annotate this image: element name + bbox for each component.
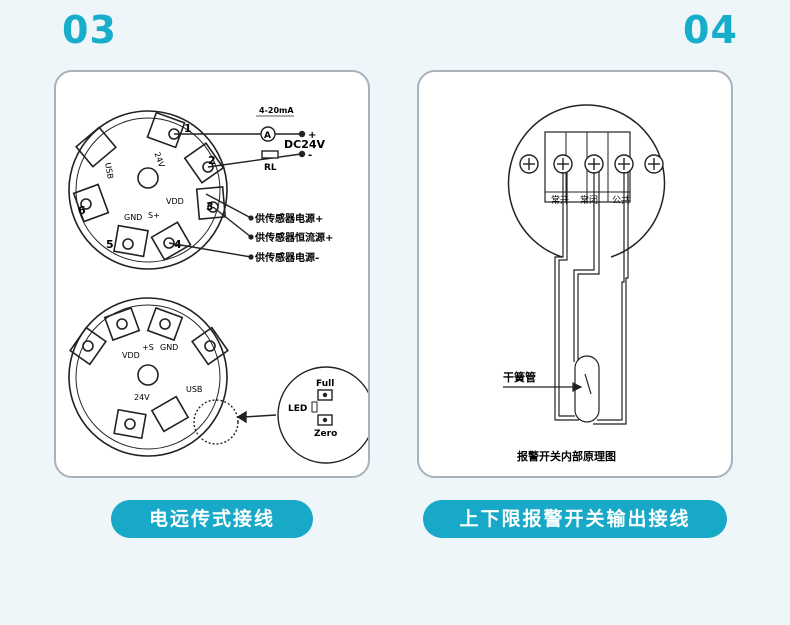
plus-sign: + — [308, 130, 316, 141]
contact-nc-label: 常闭 — [580, 194, 598, 206]
alarm-diagram-panel: 常开 常闭 公共 干簧管 报警开关内部原理图 — [417, 70, 733, 478]
wiring-diagram-panel: 1 2 3 4 5 6 24V GND S+ VDD USB 4-20mA A … — [54, 70, 370, 478]
alarm-switch-caption: 上下限报警开关输出接线 — [423, 500, 727, 538]
mark-vdd: VDD — [166, 197, 184, 206]
bottom-mark-s: +S — [142, 343, 154, 352]
section-number-04: 04 — [683, 8, 738, 52]
sensor-power-minus-label: 供传感器电源- — [254, 251, 319, 264]
minus-sign: - — [308, 150, 312, 161]
alarm-diagram-title: 报警开关内部原理图 — [517, 449, 616, 463]
resistor-label: RL — [264, 163, 277, 173]
alarm-wiring — [503, 172, 629, 425]
loop-current-label: 4-20mA — [259, 106, 294, 115]
bottom-module — [68, 297, 229, 457]
mark-gnd: GND — [124, 213, 142, 222]
supply-label: DC24V — [284, 138, 326, 151]
mark-s-plus: S+ — [148, 211, 160, 220]
terminal-label-5: 5 — [106, 238, 114, 251]
mark-24v: 24V — [152, 151, 166, 169]
bottom-mark-vdd: VDD — [122, 351, 140, 360]
loop-wiring — [168, 115, 306, 258]
bottom-mark-24v: 24V — [134, 393, 150, 402]
mark-usb: USB — [103, 162, 115, 180]
terminal-label-2: 2 — [208, 154, 216, 167]
alarm-switch-diagram: 常开 常闭 公共 干簧管 报警开关内部原理图 — [503, 104, 666, 463]
terminal-label-6: 6 — [78, 204, 86, 217]
sensor-leader-lines — [248, 215, 254, 260]
remote-wiring-diagram: 1 2 3 4 5 6 24V GND S+ VDD USB 4-20mA A … — [68, 106, 368, 464]
contact-com-label: 公共 — [612, 195, 630, 206]
sensor-constant-current-label: 供传感器恒流源+ — [254, 231, 333, 244]
zero-label: Zero — [314, 429, 337, 439]
alarm-housing — [507, 104, 666, 258]
bottom-mark-usb: USB — [186, 385, 202, 394]
led-label: LED — [288, 404, 307, 414]
terminal-label-1: 1 — [184, 122, 192, 135]
contact-no-label: 常开 — [551, 194, 569, 206]
screw-terminals — [519, 154, 664, 174]
ammeter-symbol: A — [264, 131, 271, 141]
remote-wiring-caption: 电远传式接线 — [111, 500, 313, 538]
reed-switch-label: 干簧管 — [503, 370, 536, 384]
terminal-label-3: 3 — [206, 200, 214, 213]
bottom-mark-gnd: GND — [160, 343, 178, 352]
led-inset — [193, 366, 368, 464]
section-number-03: 03 — [62, 8, 117, 52]
sensor-power-plus-label: 供传感器电源+ — [254, 212, 323, 225]
full-label: Full — [316, 379, 334, 389]
